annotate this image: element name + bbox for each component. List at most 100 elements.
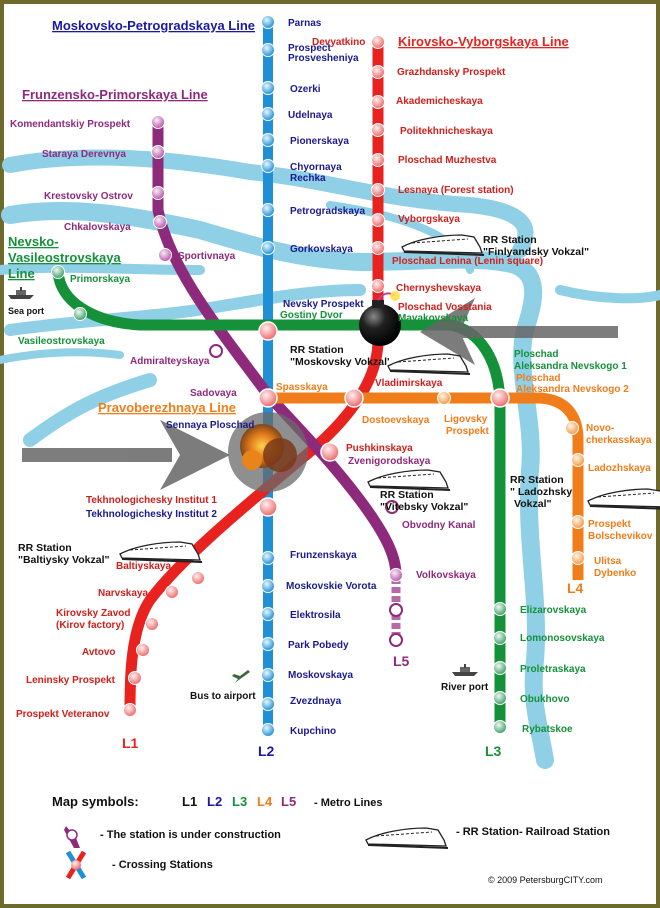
station-L1[interactable] xyxy=(165,585,179,599)
station-L1[interactable] xyxy=(371,95,385,109)
station-label-L1[interactable]: Pushkinskaya xyxy=(346,443,413,454)
station-L2[interactable] xyxy=(261,241,275,255)
station-label-L3[interactable]: Elizarovskaya xyxy=(520,605,587,616)
station-label-L3[interactable]: Obukhovo xyxy=(520,694,569,705)
station-label-L4[interactable]: Ulitsa xyxy=(594,556,622,567)
station-label-L1[interactable]: Vyborgskaya xyxy=(398,214,460,225)
station-label-L3[interactable]: Lomonosovskaya xyxy=(520,633,605,644)
station-L4[interactable] xyxy=(571,515,585,529)
station-L4[interactable] xyxy=(437,391,451,405)
station-L3[interactable] xyxy=(493,720,507,734)
station-L5[interactable] xyxy=(151,115,165,129)
station-label-L2[interactable]: Prospect xyxy=(288,43,331,54)
station-label-L2[interactable]: Ozerki xyxy=(290,84,321,95)
station-label-L2[interactable]: Elektrosila xyxy=(290,610,341,621)
station-label-L1[interactable]: Avtovo xyxy=(82,647,116,658)
station-label-L2[interactable]: Chyornaya xyxy=(290,162,342,173)
station-L1[interactable] xyxy=(371,213,385,227)
station-label-L2[interactable]: Pionerskaya xyxy=(290,136,349,147)
station-label-L2[interactable]: Udelnaya xyxy=(288,110,333,121)
station-label-L2[interactable]: Moskovskie Vorota xyxy=(286,581,377,592)
crossing-station[interactable] xyxy=(258,497,278,517)
station-label-L3[interactable]: Vasileostrovskaya xyxy=(18,336,105,347)
station-L2[interactable] xyxy=(261,43,275,57)
station-label-L2[interactable]: Frunzenskaya xyxy=(290,550,357,561)
station-L5[interactable] xyxy=(389,568,403,582)
station-label-L1[interactable]: Prospekt Veteranov xyxy=(16,709,110,720)
station-label-L3[interactable]: Ploschad xyxy=(514,349,558,360)
station-L5[interactable] xyxy=(158,248,172,262)
station-label-L2[interactable]: Rechka xyxy=(290,173,326,184)
station-label-L2[interactable]: Zvezdnaya xyxy=(290,696,342,707)
station-label-L4[interactable]: Prospekt xyxy=(446,426,489,437)
station-label-L4[interactable]: Aleksandra Nevskogo 2 xyxy=(516,384,629,395)
station-label-L4[interactable]: Dybenko xyxy=(594,568,636,579)
station-label-L5[interactable]: Admiralteyskaya xyxy=(130,356,210,367)
station-label-L4[interactable]: Bolschevikov xyxy=(588,531,653,542)
station-label-L1[interactable]: Baltiyskaya xyxy=(116,561,171,572)
station-L2[interactable] xyxy=(261,723,275,737)
station-label-L1[interactable]: (Kirov factory) xyxy=(56,620,124,631)
station-L2[interactable] xyxy=(261,579,275,593)
station-L1[interactable] xyxy=(371,123,385,137)
station-L2[interactable] xyxy=(261,159,275,173)
station-label-L1[interactable]: Lesnaya (Forest station) xyxy=(398,185,514,196)
station-L2[interactable] xyxy=(261,81,275,95)
station-label-L2[interactable]: Petrogradskaya xyxy=(290,206,365,217)
station-label-L1[interactable]: Politekhnicheskaya xyxy=(400,126,493,137)
station-L1[interactable] xyxy=(371,35,385,49)
station-L1[interactable] xyxy=(136,643,150,657)
station-label-L1[interactable]: Vladimirskaya xyxy=(375,378,443,389)
station-L4[interactable] xyxy=(571,453,585,467)
station-label-L1[interactable]: Akademicheskaya xyxy=(396,96,483,107)
crossing-station[interactable] xyxy=(258,388,278,408)
station-label-L1[interactable]: Chernyshevskaya xyxy=(396,283,481,294)
station-label-L1[interactable]: Devyatkino xyxy=(312,37,365,48)
station-L1[interactable] xyxy=(191,571,205,585)
station-label-L4[interactable]: Ploschad xyxy=(516,373,560,384)
station-label-L3[interactable]: Gostiny Dvor xyxy=(280,310,343,321)
station-L2[interactable] xyxy=(261,668,275,682)
station-label-L4[interactable]: Ligovsky xyxy=(444,414,488,425)
station-L5[interactable] xyxy=(153,215,167,229)
station-label-L5[interactable]: Komendantskiy Prospekt xyxy=(10,119,131,130)
crossing-station[interactable] xyxy=(320,442,340,462)
station-label-L4[interactable]: Novo- xyxy=(586,423,614,434)
station-L3[interactable] xyxy=(493,602,507,616)
station-L3[interactable] xyxy=(493,631,507,645)
station-L3[interactable] xyxy=(493,661,507,675)
station-label-L5[interactable]: Zvenigorodskaya xyxy=(348,456,431,467)
station-under-construction[interactable] xyxy=(385,500,399,514)
station-under-construction[interactable] xyxy=(209,344,223,358)
station-L5[interactable] xyxy=(151,186,165,200)
station-L4[interactable] xyxy=(571,551,585,565)
station-label-L2[interactable]: Tekhnologichesky Institut 2 xyxy=(86,509,217,520)
station-under-construction[interactable] xyxy=(389,603,403,617)
station-label-L4[interactable]: Spasskaya xyxy=(276,382,328,393)
station-label-L3[interactable]: Proletraskaya xyxy=(520,664,586,675)
station-L2[interactable] xyxy=(261,15,275,29)
station-label-L2[interactable]: Kupchino xyxy=(290,726,336,737)
station-label-L1[interactable]: Tekhnologichesky Institut 1 xyxy=(86,495,217,506)
station-L1[interactable] xyxy=(128,671,142,685)
station-L5[interactable] xyxy=(151,145,165,159)
station-label-L3[interactable]: Primorskaya xyxy=(70,274,130,285)
station-L2[interactable] xyxy=(261,551,275,565)
station-label-L1[interactable]: Ploschad Muzhestva xyxy=(398,155,497,166)
station-label-L1[interactable]: Narvskaya xyxy=(98,588,148,599)
station-label-L5[interactable]: Obvodny Kanal xyxy=(402,520,476,531)
station-label-L4[interactable]: Prospekt xyxy=(588,519,631,530)
station-label-L5[interactable]: Volkovskaya xyxy=(416,570,476,581)
station-label-L4[interactable]: cherkasskaya xyxy=(586,435,652,446)
station-label-L4[interactable]: Ladozhskaya xyxy=(588,463,651,474)
station-L1[interactable] xyxy=(371,153,385,167)
station-label-L2[interactable]: Gorkovskaya xyxy=(290,244,353,255)
station-label-L5[interactable]: Sportivnaya xyxy=(178,251,236,262)
station-label-L2[interactable]: Nevsky Prospekt xyxy=(283,299,364,310)
station-label-L3[interactable]: Mayakovskaya xyxy=(398,313,468,324)
station-label-L3[interactable]: Rybatskoe xyxy=(522,724,573,735)
station-label-L1[interactable]: Grazhdansky Prospekt xyxy=(397,67,506,78)
station-label-L2[interactable]: Moskovskaya xyxy=(288,670,353,681)
station-label-L2[interactable]: Prosvesheniya xyxy=(288,53,359,64)
station-label-L5[interactable]: Sadovaya xyxy=(190,388,237,399)
